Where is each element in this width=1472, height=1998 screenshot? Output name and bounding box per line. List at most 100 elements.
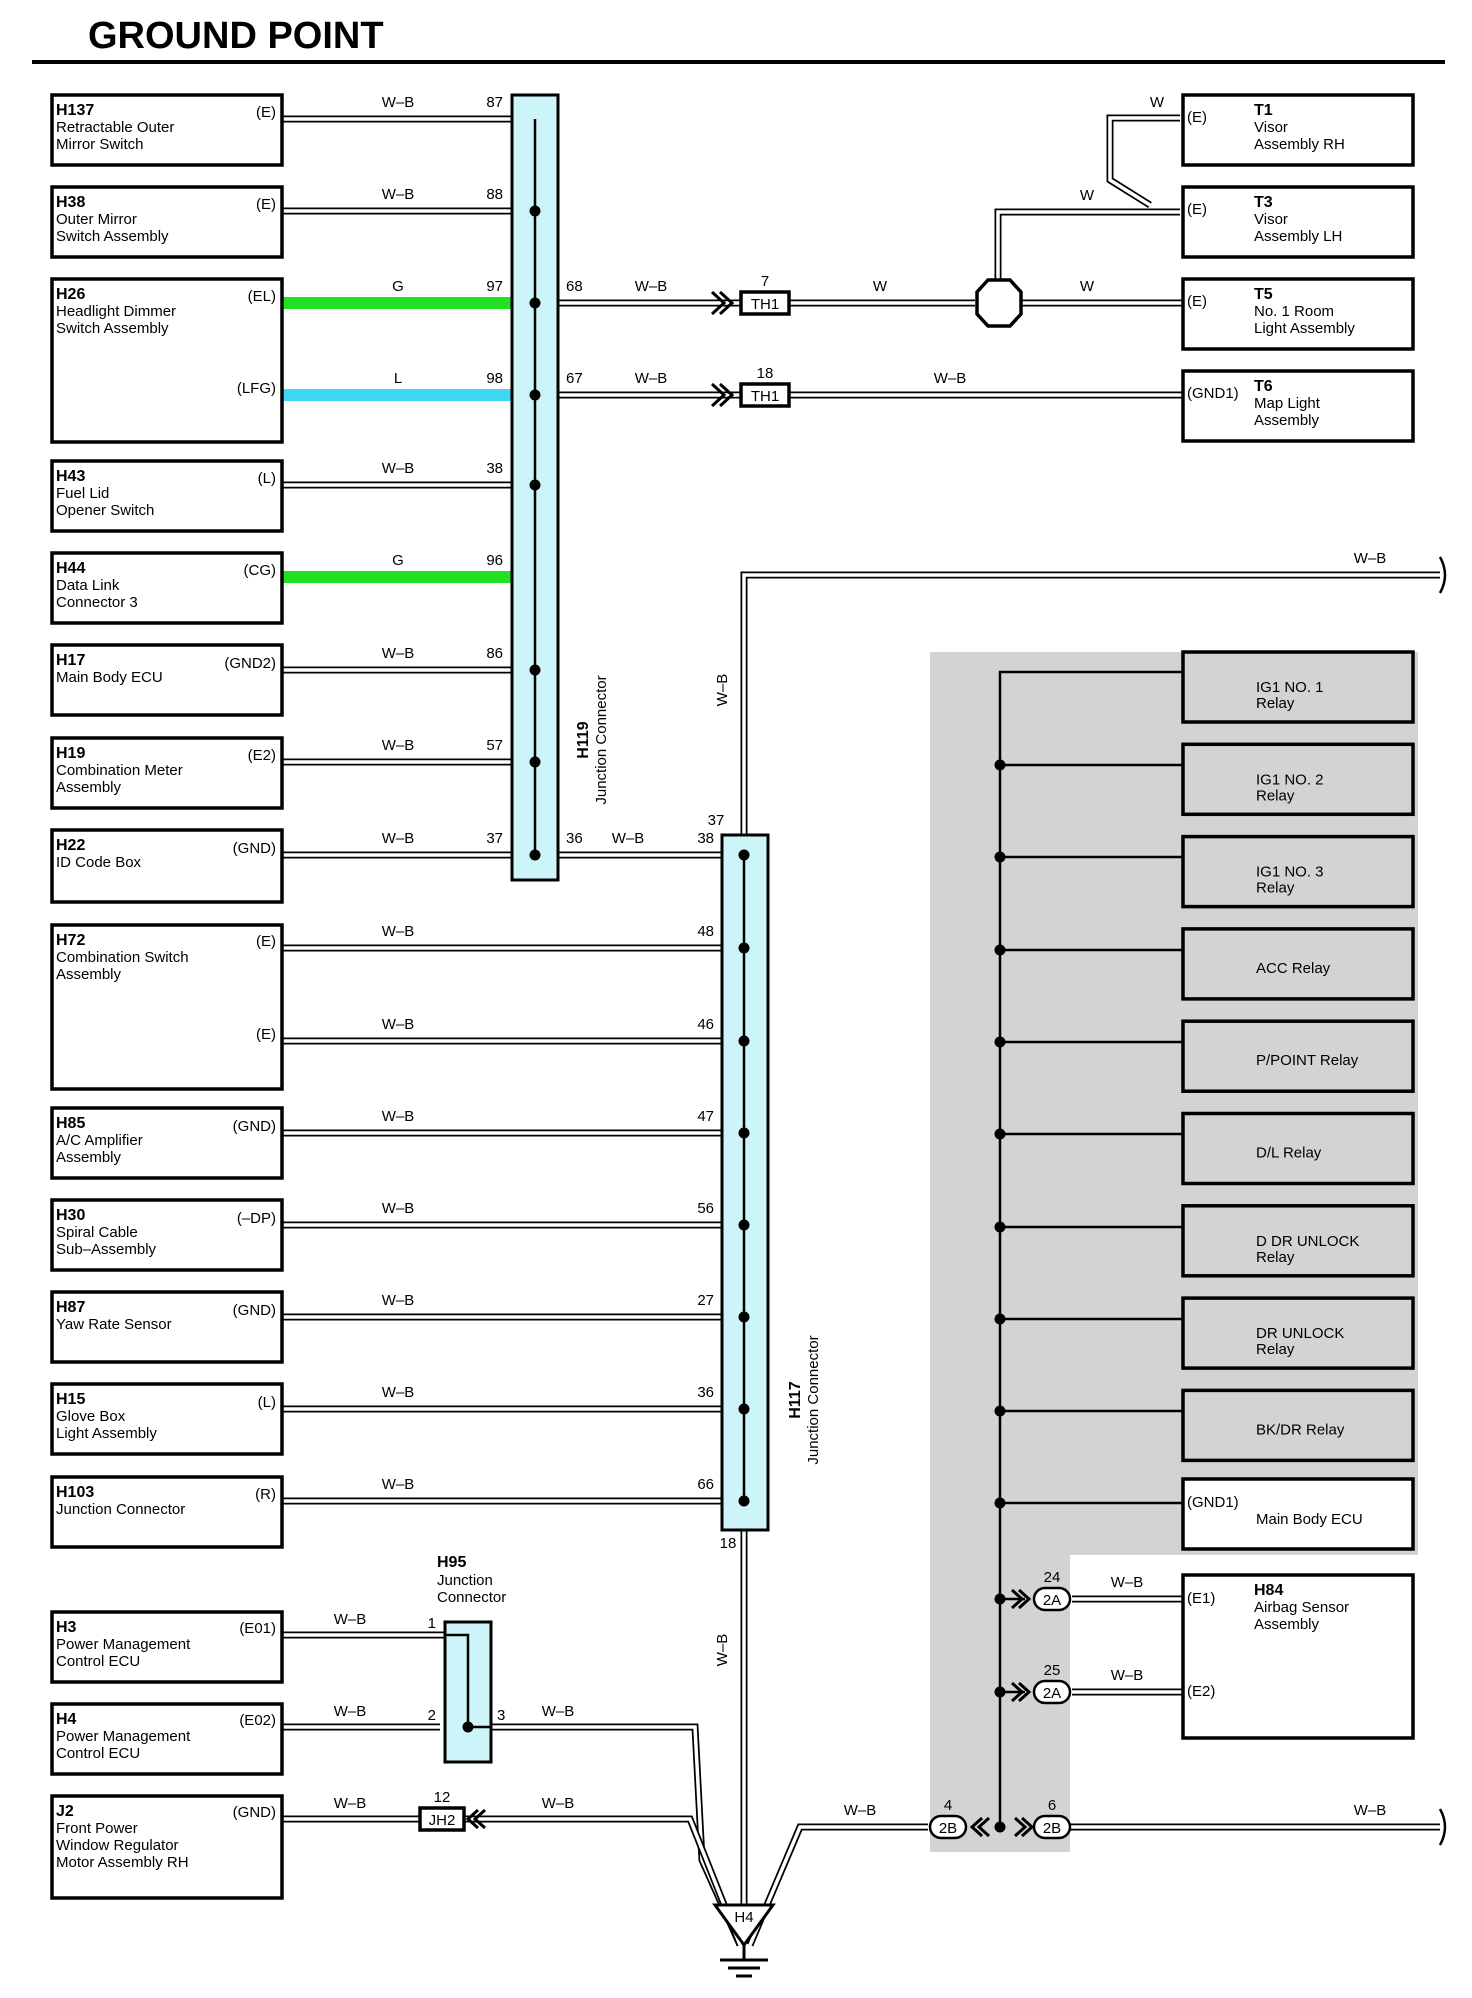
pin-number: 38: [486, 460, 503, 477]
component-box: [1181, 1573, 1415, 1740]
component-id: T6: [1254, 378, 1273, 395]
splice-dot-relay-bus: [994, 1128, 1006, 1140]
component-box: [1181, 185, 1415, 259]
connector-jh2-arrow: [465, 1808, 487, 1830]
component-name: Airbag Sensor: [1254, 1599, 1349, 1616]
component-name: Light Assembly: [56, 1425, 157, 1442]
component-box: [50, 1475, 284, 1549]
component-id: J2: [56, 1803, 74, 1820]
component-name: Data Link: [56, 577, 120, 594]
component-name: Map Light: [1254, 395, 1321, 412]
pin-number: 37: [708, 812, 725, 829]
component-box: [50, 828, 284, 904]
component-name: Combination Switch: [56, 949, 189, 966]
wire-color-label: W–B: [382, 1108, 415, 1125]
connector-label: TH1: [751, 296, 779, 313]
wire-splice-t3-inner: [996, 210, 1180, 280]
component-name: Main Body ECU: [56, 669, 163, 686]
wire-color-label: W–B: [382, 923, 415, 940]
component-id: H103: [56, 1484, 94, 1501]
wire-t1-t3-inner: [1108, 116, 1180, 207]
component-id: H19: [56, 745, 85, 762]
splice-octagon: [975, 278, 1023, 328]
relay-name: ACC Relay: [1256, 960, 1331, 977]
splice-dot-h117: [738, 1219, 750, 1231]
component-box: [50, 1382, 284, 1456]
wire-color-label: W–B: [382, 645, 415, 662]
wire-color-label: W–B: [1354, 1802, 1387, 1819]
component-name: Assembly RH: [1254, 136, 1345, 153]
connector-2b-label: 2B: [939, 1820, 957, 1837]
component-box: [50, 1610, 284, 1684]
pin-label-h4: (E02): [239, 1712, 276, 1729]
component-name: Power Management: [56, 1636, 191, 1653]
wire-color-label: W–B: [382, 830, 415, 847]
pin-number: 86: [486, 645, 503, 662]
component-box: [1181, 369, 1415, 443]
component-name: Glove Box: [56, 1408, 126, 1425]
wire-color-label: L: [394, 370, 402, 387]
connector-2b-arrow: [969, 1816, 991, 1838]
component-box: [50, 1794, 284, 1900]
connector-2a-25-arrow: [1010, 1681, 1032, 1703]
pin-number: 56: [697, 1200, 714, 1217]
component-box: [50, 459, 284, 533]
wire-color-label: W–B: [334, 1795, 367, 1812]
pin-label-h30: (–DP): [237, 1210, 276, 1227]
component-box: [50, 551, 284, 625]
connector-label: TH1: [751, 388, 779, 405]
splice-dot-relay-bus: [994, 1313, 1006, 1325]
connector-th1: [739, 382, 791, 408]
wire-color-label-vertical: W–B: [714, 674, 731, 707]
pin-label-h44: (CG): [244, 562, 277, 579]
wire-color-label: W–B: [382, 186, 415, 203]
component-id: H22: [56, 837, 85, 854]
wire-color-label: W–B: [382, 1200, 415, 1217]
component-name: Window Regulator: [56, 1837, 179, 1854]
component-box: [50, 277, 284, 444]
splice-dot-h95: [462, 1721, 474, 1733]
splice-dot-h119: [529, 756, 541, 768]
pin-label-h26-lfg: (LFG): [237, 380, 276, 397]
pin-number: 47: [697, 1108, 714, 1125]
component-name: Main Body ECU: [1256, 1511, 1363, 1528]
connector-2b-4: [928, 1814, 968, 1840]
wire-color-label: W–B: [542, 1703, 575, 1720]
pin-number: 46: [697, 1016, 714, 1033]
splice-dot-h119: [529, 389, 541, 401]
relay-name: D/L Relay: [1256, 1145, 1322, 1162]
splice-dot-h119: [529, 849, 541, 861]
component-id: H38: [56, 194, 85, 211]
component-box: [1181, 1296, 1415, 1370]
component-id: T5: [1254, 286, 1273, 303]
component-id: H72: [56, 932, 85, 949]
wire-color-label: W–B: [934, 370, 967, 387]
pin-label: (E): [1187, 109, 1207, 126]
component-id: H85: [56, 1115, 85, 1132]
connector-2a-24-label: 2A: [1043, 1592, 1061, 1609]
component-name: Switch Assembly: [56, 320, 169, 337]
wire-color-label: W–B: [334, 1703, 367, 1720]
pin-label-h137: (E): [256, 104, 276, 121]
pin-number: 24: [1044, 1569, 1061, 1586]
pin-number: 4: [944, 1797, 952, 1814]
wire-color-label: W–B: [542, 1795, 575, 1812]
wire-color-label: G: [392, 278, 404, 295]
h95-inner-bus: [445, 1633, 491, 1729]
wire-color-label: W–B: [612, 830, 645, 847]
splice-dot-h117: [738, 1311, 750, 1323]
pin-number: 27: [697, 1292, 714, 1309]
component-name: Retractable Outer: [56, 119, 174, 136]
splice-dot-h119: [529, 297, 541, 309]
relay-name: Relay: [1256, 695, 1295, 712]
component-name: Sub–Assembly: [56, 1241, 157, 1258]
